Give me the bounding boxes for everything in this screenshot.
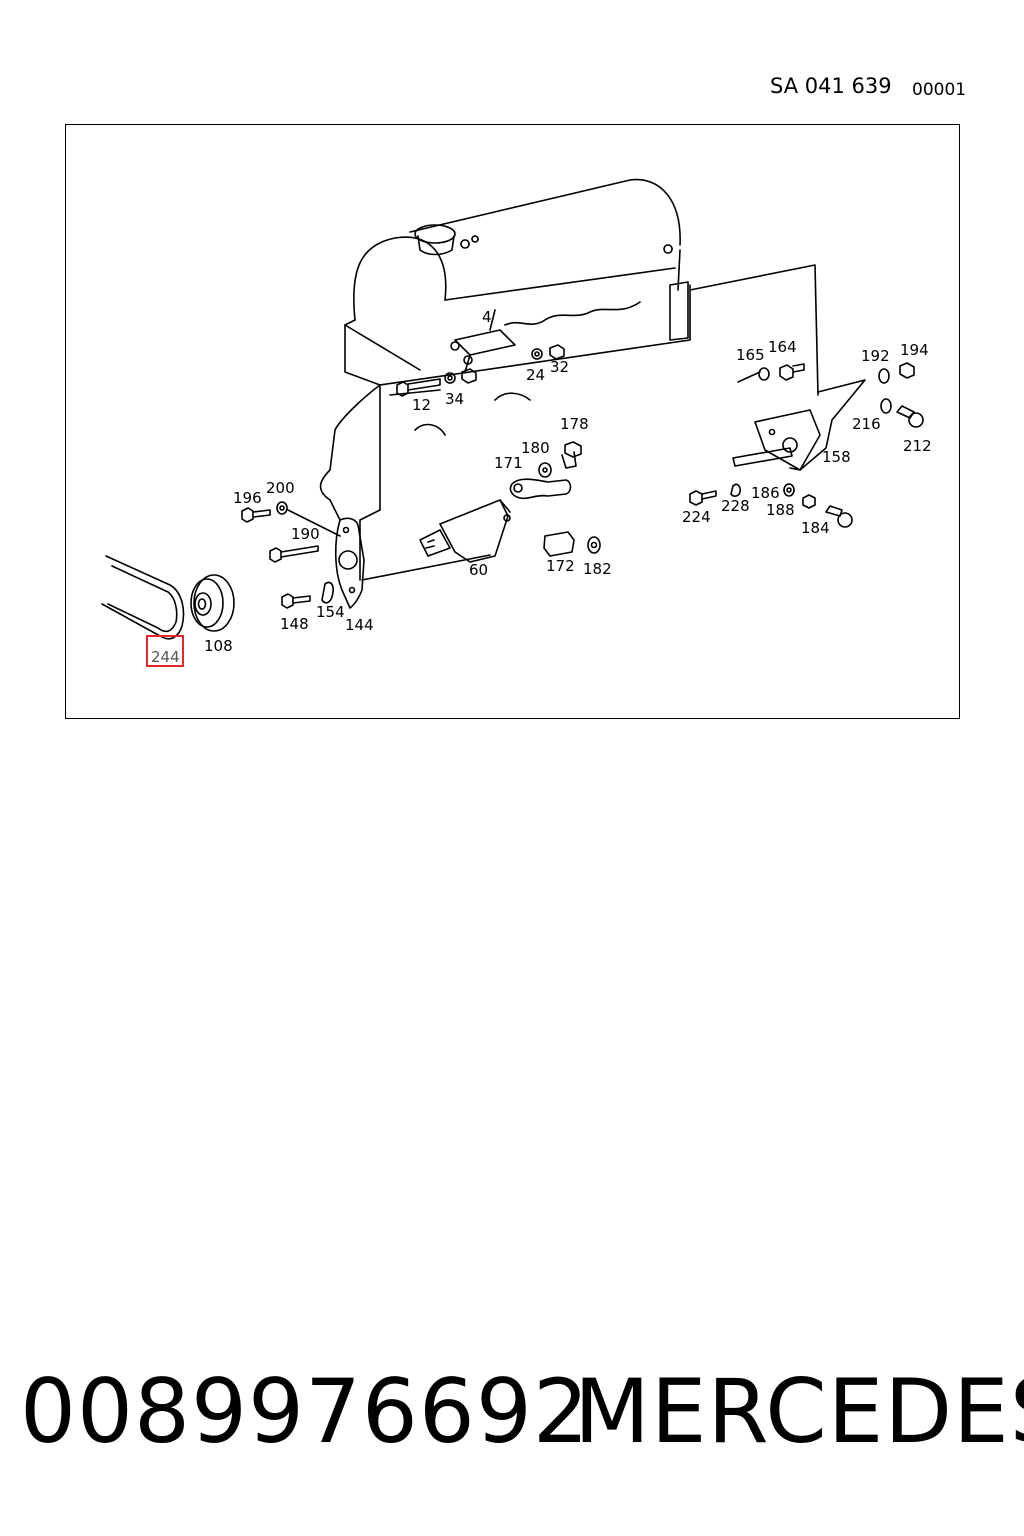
callout-186[interactable]: 186 (751, 484, 780, 502)
callout-244-highlight (146, 635, 184, 667)
callout-148[interactable]: 148 (280, 615, 309, 633)
callout-4[interactable]: 4 (482, 308, 492, 326)
callout-164[interactable]: 164 (768, 338, 797, 356)
callout-32[interactable]: 32 (550, 358, 569, 376)
callout-60[interactable]: 60 (469, 561, 488, 579)
callout-labels: 4 12 24 32 34 60 108 144 148 154 158 164… (151, 308, 932, 666)
callout-34[interactable]: 34 (445, 390, 464, 408)
cover-plate-drawing (287, 509, 365, 609)
callout-158[interactable]: 158 (822, 448, 851, 466)
callout-144[interactable]: 144 (345, 616, 374, 634)
callout-12[interactable]: 12 (412, 396, 431, 414)
callout-172[interactable]: 172 (546, 557, 575, 575)
callout-212[interactable]: 212 (903, 437, 932, 455)
callout-192[interactable]: 192 (861, 347, 890, 365)
callout-108[interactable]: 108 (204, 637, 233, 655)
bracket-4-drawing (396, 309, 565, 397)
callout-182[interactable]: 182 (583, 560, 612, 578)
callout-200[interactable]: 200 (266, 479, 295, 497)
part-number: 0089976692 (20, 1360, 590, 1463)
callout-196[interactable]: 196 (233, 489, 262, 507)
callout-154[interactable]: 154 (316, 603, 345, 621)
callout-188[interactable]: 188 (766, 501, 795, 519)
left-bolts-drawing (241, 501, 334, 609)
diagram-frame (65, 124, 960, 719)
bracket-158-drawing (689, 362, 924, 528)
callout-180[interactable]: 180 (521, 439, 550, 457)
callout-165[interactable]: 165 (736, 346, 765, 364)
callout-190[interactable]: 190 (291, 525, 320, 543)
pulley-108-drawing (190, 574, 235, 632)
exploded-parts-diagram: 4 12 24 32 34 60 108 144 148 154 158 164… (101, 178, 932, 667)
component-60-drawing (419, 441, 601, 563)
callout-184[interactable]: 184 (801, 519, 830, 537)
callout-178[interactable]: 178 (560, 415, 589, 433)
v-belt-244-drawing (101, 555, 185, 640)
sheet-code: SA 041 639 (770, 74, 892, 98)
callout-216[interactable]: 216 (852, 415, 881, 433)
callout-24[interactable]: 24 (526, 366, 545, 384)
engine-block-drawing (319, 264, 819, 581)
valve-cover-drawing (344, 178, 681, 326)
brand-name: MERCEDES (574, 1360, 1024, 1463)
callout-244[interactable]: 244 (151, 648, 180, 666)
callout-224[interactable]: 224 (682, 508, 711, 526)
callout-194[interactable]: 194 (900, 341, 929, 359)
sheet-number: 00001 (912, 80, 967, 100)
callout-171[interactable]: 171 (494, 454, 523, 472)
callout-228[interactable]: 228 (721, 497, 750, 515)
